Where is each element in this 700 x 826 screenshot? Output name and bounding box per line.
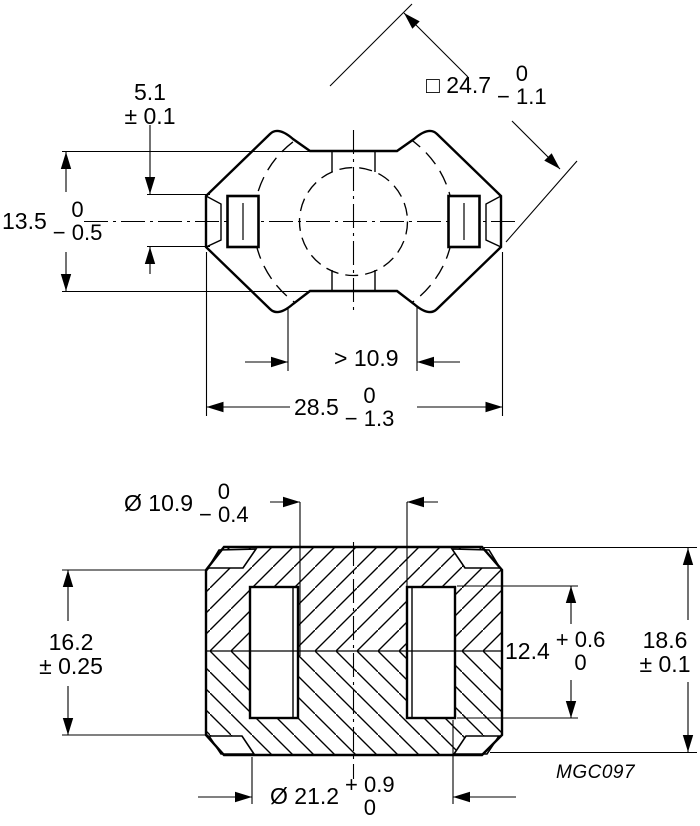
top-view-arrowheads [60, 13, 560, 413]
dim-slot-gap-label: > 10.9 [334, 346, 399, 370]
core-top-outline [204, 129, 503, 314]
tol-upper: + 0.6 [555, 627, 606, 652]
tol-upper: + 0.9 [345, 772, 395, 797]
dim-tolerance-stack: + 0.6 0 [556, 628, 606, 675]
drawing-code: MGC097 [556, 762, 636, 783]
dim-overall-width-label: 28.5 0 − 1.3 [294, 384, 394, 431]
tol-lower: 0 [574, 650, 587, 676]
tol-lower: − 1.3 [344, 406, 395, 432]
dim-tolerance: ± 0.1 [124, 103, 176, 130]
dim-tolerance: ± 0.25 [39, 653, 103, 680]
dim-center-post-dia-label: Ø 10.9 0 − 0.4 [124, 480, 249, 527]
dim-tolerance-stack: 0 − 1.1 [497, 62, 547, 109]
dim-value: 13.5 [2, 208, 47, 235]
dim-flat-span-label: 13.5 0 − 0.5 [2, 198, 102, 245]
dim-value: 18.6 [642, 627, 688, 653]
tol-lower: − 0.5 [52, 220, 103, 246]
dim-value: 16.2 [48, 629, 94, 655]
winding-slot-marks [331, 151, 376, 291]
winding-window-slots [248, 585, 457, 720]
dim-tolerance-stack: + 0.9 0 [345, 773, 395, 820]
dim-value: > 10.9 [334, 345, 399, 371]
tol-upper: 0 [363, 383, 376, 408]
dim-cavity-dia-label: Ø 21.2 + 0.9 0 [270, 773, 395, 820]
terminal-tabs [226, 194, 481, 249]
dim-tolerance-stack: 0 − 0.5 [53, 198, 103, 245]
dim-value: □ 24.7 [426, 72, 492, 99]
tol-lower: − 1.1 [497, 84, 547, 110]
tol-lower: − 0.4 [199, 502, 249, 528]
dim-square-side-label: □ 24.7 0 − 1.1 [426, 62, 547, 109]
dim-value: 5.1 [134, 79, 166, 105]
tol-upper: 0 [71, 197, 84, 222]
dim-tolerance: ± 0.1 [639, 651, 691, 678]
dim-side-height-label: 16.2 ± 0.25 [28, 630, 114, 678]
dim-window-height-label: 12.4 + 0.6 0 [505, 628, 605, 675]
dim-value: 28.5 [294, 394, 339, 421]
tol-upper: 0 [217, 479, 230, 504]
tol-lower: 0 [363, 795, 376, 821]
core-section-outline [204, 545, 504, 757]
dim-total-height-label: 18.6 ± 0.1 [632, 628, 698, 676]
dim-value: Ø 21.2 [270, 783, 340, 810]
top-view-dimension-lines [62, 3, 578, 416]
top-view-centerlines [84, 130, 515, 313]
section-arrowheads [62, 496, 694, 803]
top-view [60, 3, 578, 416]
corner-notch-facets [205, 195, 502, 248]
dim-tolerance-stack: 0 − 0.4 [199, 480, 249, 527]
dim-value: 12.4 [505, 638, 550, 665]
tol-upper: 0 [515, 61, 528, 86]
dim-value: Ø 10.9 [124, 490, 194, 517]
dim-tolerance-stack: 0 − 1.3 [345, 384, 395, 431]
dim-tab-height-label: 5.1 ± 0.1 [114, 80, 186, 128]
